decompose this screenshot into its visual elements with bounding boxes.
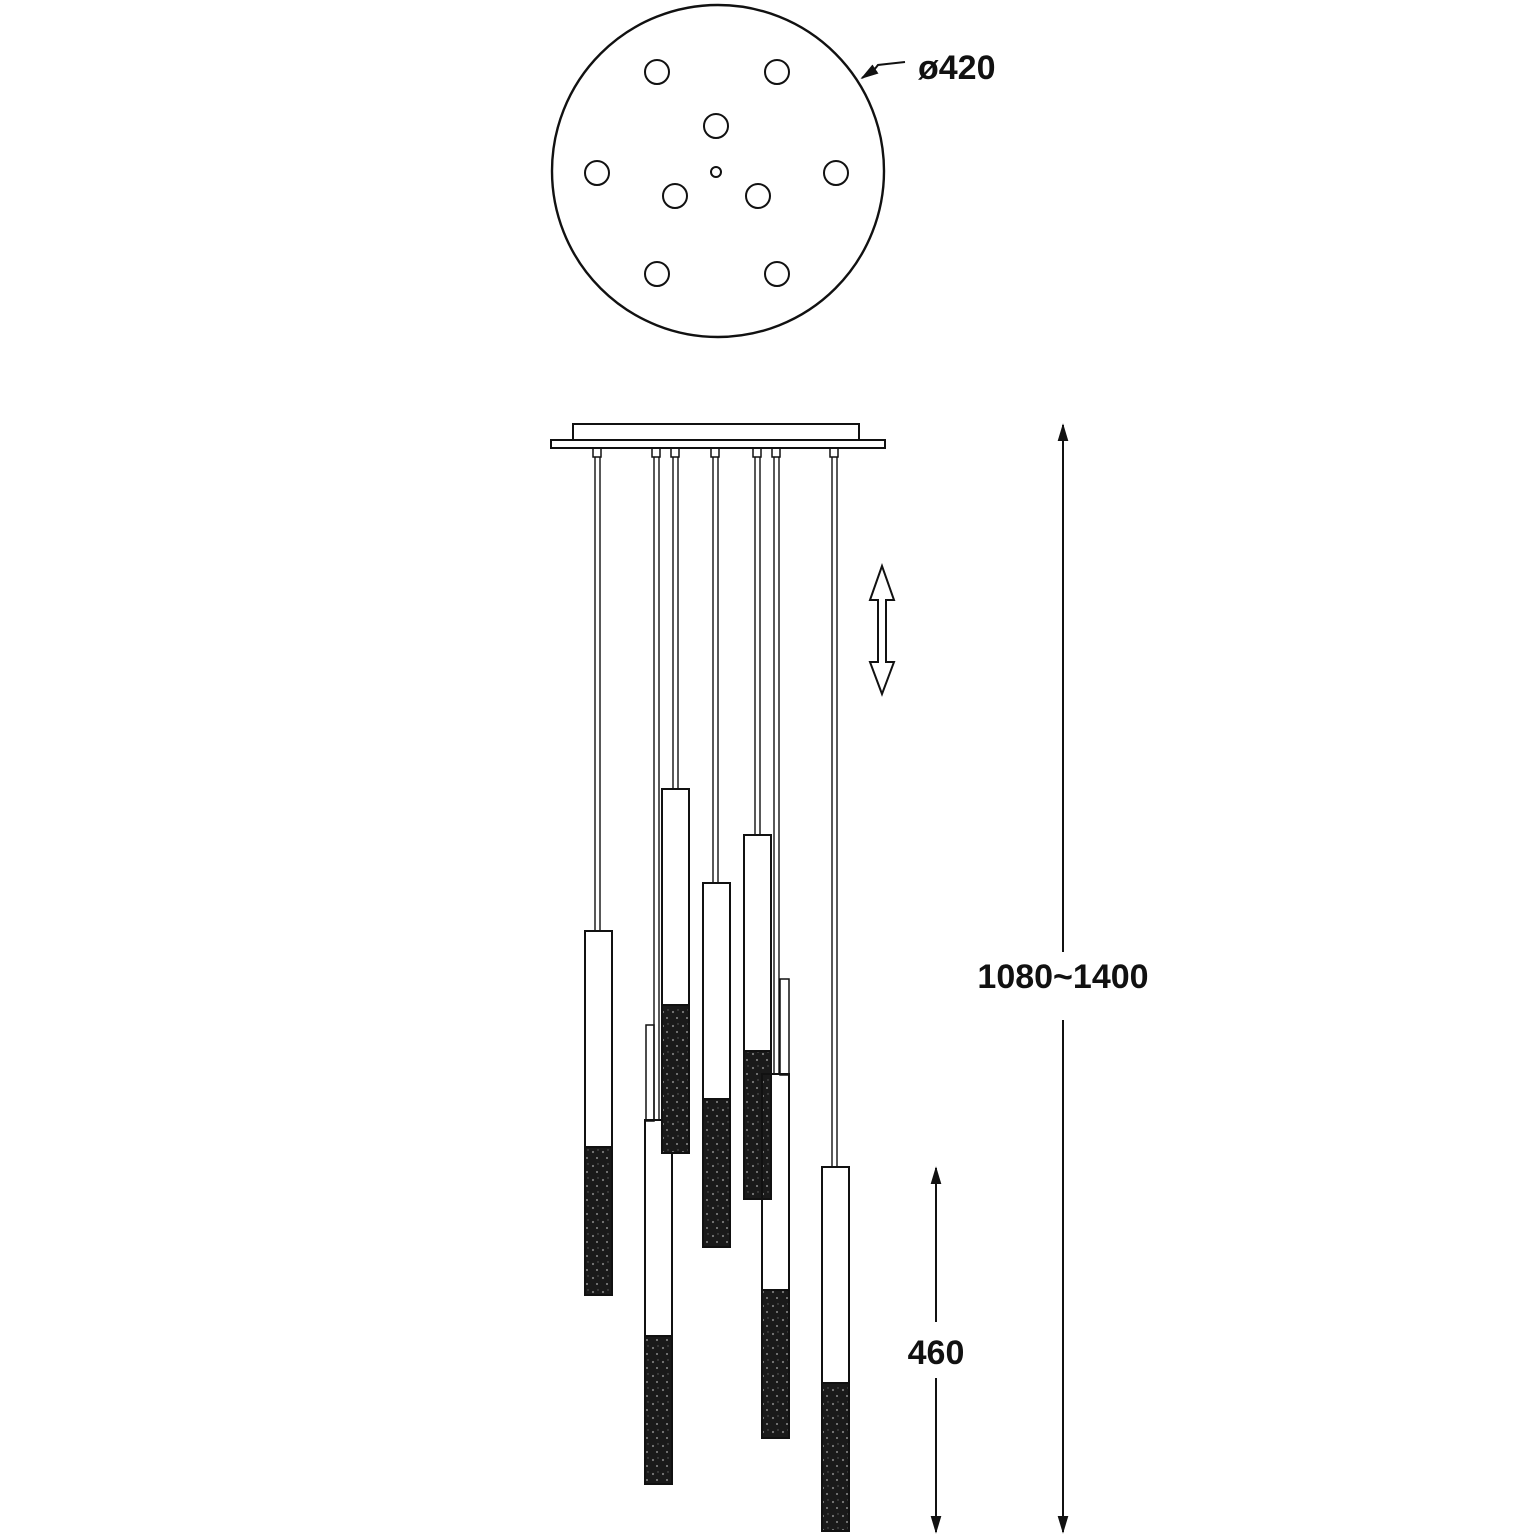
canopy-center-hole [710, 166, 722, 178]
tube-body [584, 930, 613, 1148]
tube-body [702, 882, 731, 1100]
tube-diffuser [661, 1004, 690, 1154]
cable-grip [710, 447, 720, 458]
tube-diffuser [584, 1146, 613, 1296]
tube-diffuser [644, 1335, 673, 1485]
cable-grip [829, 447, 839, 458]
diameter-leader [860, 61, 906, 79]
tube-body-hidden [645, 1024, 655, 1122]
tube-diffuser [702, 1098, 731, 1248]
cable-grip [752, 447, 762, 458]
tube-body [661, 788, 690, 1006]
canopy-hole [764, 261, 790, 287]
pendant [584, 447, 613, 1296]
canopy-hole [644, 59, 670, 85]
cable-grip [651, 447, 661, 458]
tube-diffuser [743, 1050, 772, 1200]
pendant [644, 447, 673, 1485]
cable-grip [771, 447, 781, 458]
canopy-hole [764, 59, 790, 85]
pendant [661, 447, 690, 1154]
tube-body [821, 1166, 850, 1384]
tube-body-hidden [779, 978, 790, 1076]
canopy-holes [584, 59, 849, 287]
tube-length-dimension: 460 [908, 1166, 965, 1534]
diameter-label: ø420 [918, 49, 996, 87]
total-height-dimension: 1080~1400 [977, 423, 1149, 1534]
cable-grip [592, 447, 602, 458]
pendant [821, 447, 850, 1532]
tube-body [743, 834, 772, 1052]
tube-diffuser [821, 1382, 850, 1532]
pendant [761, 447, 790, 1439]
tube-diffuser [761, 1289, 790, 1439]
canopy-outline [550, 3, 886, 339]
double-arrow-icon [868, 562, 896, 697]
canopy-hole [584, 160, 610, 186]
total-height-label: 1080~1400 [977, 958, 1148, 996]
canopy-top-view: ø420 [550, 3, 996, 339]
canopy-side-view [550, 423, 886, 449]
canopy-hole [662, 183, 688, 209]
canopy-hole [703, 113, 729, 139]
tube-length-label: 460 [908, 1334, 965, 1372]
canopy-plate-base [550, 439, 886, 449]
canopy-hole [644, 261, 670, 287]
cable-grip [670, 447, 680, 458]
canopy-hole [745, 183, 771, 209]
pendants [584, 447, 850, 1532]
pendant [702, 447, 731, 1248]
canopy-hole [823, 160, 849, 186]
canopy-plate-top [572, 423, 860, 441]
pendant [743, 447, 772, 1200]
